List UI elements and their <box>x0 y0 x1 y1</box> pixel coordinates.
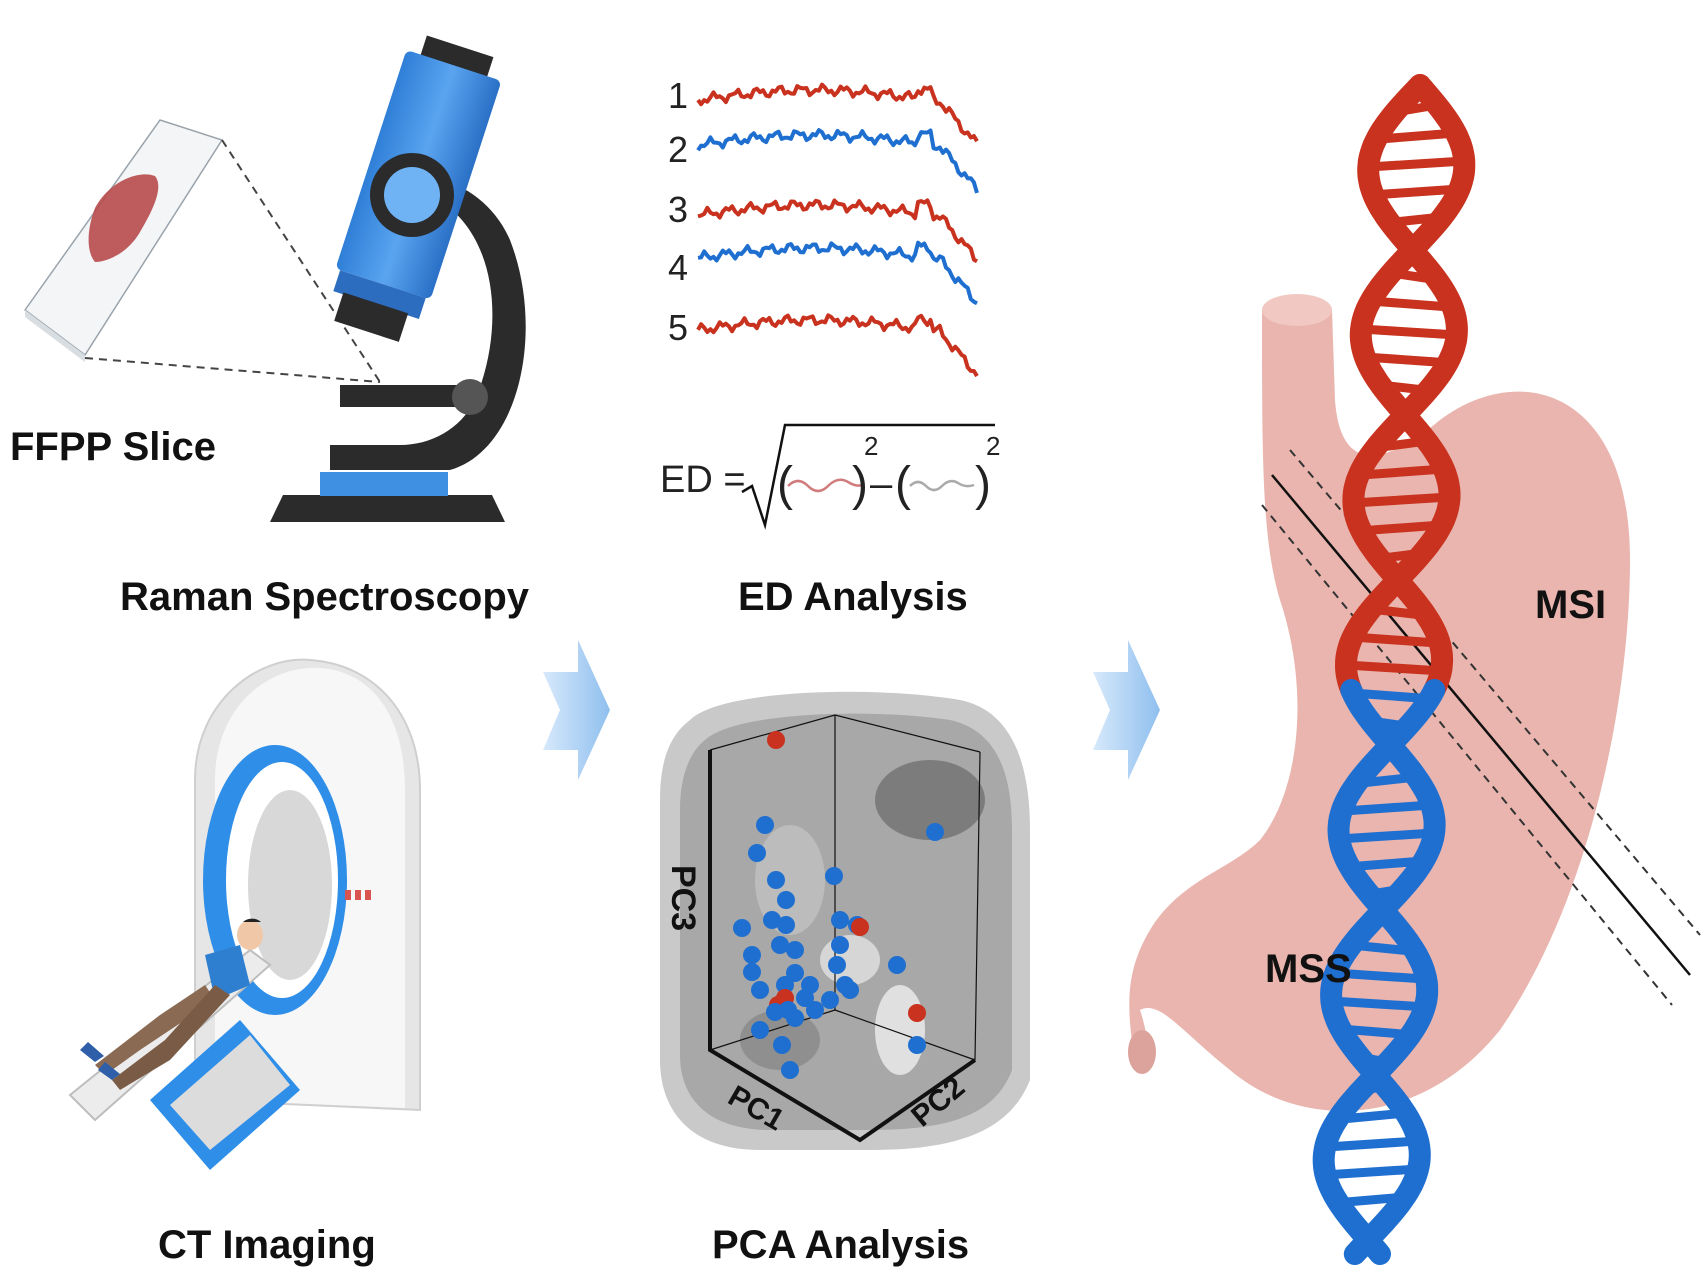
pca-point <box>781 1061 799 1079</box>
pca-point <box>806 1001 824 1019</box>
spectra-panel: 1 2 3 4 5 <box>668 75 979 378</box>
boundary-line <box>1271 474 1691 976</box>
pca-point <box>831 911 849 929</box>
flow-arrow-icon <box>1093 640 1160 780</box>
pca-point <box>821 991 839 1009</box>
pca-point <box>743 946 761 964</box>
boundary-line-dashed <box>1261 504 1673 1006</box>
dna-rung <box>1364 156 1469 172</box>
dna-rung <box>1341 660 1447 676</box>
pca-point <box>766 1003 784 1021</box>
dna-rung <box>1348 632 1443 648</box>
formula-exponent-2: 2 <box>986 431 1000 461</box>
spectrum-number-2: 2 <box>668 129 688 170</box>
pc3-axis-label: PC3 <box>664 865 702 931</box>
pca-point <box>767 731 785 749</box>
pca-point <box>825 867 843 885</box>
pca-point <box>771 936 789 954</box>
pca-point <box>831 936 849 954</box>
pca-point <box>751 1021 769 1039</box>
paren-open-1: ( <box>777 458 793 511</box>
pca-point <box>786 941 804 959</box>
mss-label: MSS <box>1265 947 1352 991</box>
paren-open-2: ( <box>895 458 911 511</box>
pca-point <box>926 823 944 841</box>
microscope-icon <box>270 35 526 522</box>
spectrum-number-5: 5 <box>668 307 688 348</box>
pca-points <box>733 731 944 1079</box>
dna-strand <box>1320 679 1446 1265</box>
pca-point <box>733 919 751 937</box>
spectrum-number-1: 1 <box>668 75 688 116</box>
pca-point <box>786 1009 804 1027</box>
spectrum-line-5 <box>696 313 979 378</box>
spectrum-line-3 <box>697 198 979 264</box>
formula-lhs: ED = <box>660 459 746 501</box>
pca-point <box>851 918 869 936</box>
pca-plot: PC3 PC1 PC2 <box>660 691 1030 1150</box>
paren-close-1: ) <box>852 458 868 511</box>
pca-point <box>743 963 761 981</box>
spectrum-lines <box>696 82 979 378</box>
dna-rung <box>1375 128 1461 144</box>
spectrum-line-1 <box>696 82 979 143</box>
flow-arrow-icon <box>543 640 610 780</box>
pca-point <box>908 1004 926 1022</box>
dna-strand <box>1312 679 1446 1265</box>
ed-formula: ED = ( ) 2 – ( ) 2 <box>660 423 1000 530</box>
dna-rung <box>1330 968 1430 984</box>
pca-point <box>751 981 769 999</box>
pca-point <box>767 871 785 889</box>
pca-point <box>763 911 781 929</box>
pca-point <box>756 816 774 834</box>
dna-rung <box>1339 800 1436 816</box>
pca-analysis-label: PCA Analysis <box>712 1223 969 1267</box>
spectrum-number-3: 3 <box>668 189 688 230</box>
raman-spectroscopy-label: Raman Spectroscopy <box>120 575 530 619</box>
spectrum-line-4 <box>697 240 978 306</box>
pca-point <box>773 1036 791 1054</box>
pca-point <box>777 891 795 909</box>
dna-rung <box>1356 324 1462 340</box>
paren-close-2: ) <box>975 458 991 511</box>
dna-strand <box>1335 74 1476 700</box>
dna-rung <box>1366 296 1455 312</box>
formula-minus: – <box>870 462 893 506</box>
pca-point <box>777 916 795 934</box>
stomach-icon <box>1128 294 1630 1111</box>
dna-rung <box>1326 996 1431 1012</box>
dna-rung <box>1366 184 1464 200</box>
spectrum-number-4: 4 <box>668 247 688 288</box>
ed-analysis-label: ED Analysis <box>738 575 968 619</box>
pca-point <box>828 956 846 974</box>
dna-rung <box>1334 828 1439 844</box>
dna-rung <box>1349 492 1454 508</box>
ct-scanner-icon <box>68 658 421 1170</box>
formula-exponent-1: 2 <box>864 431 878 461</box>
dna-rung <box>1319 1164 1423 1180</box>
pca-point <box>776 976 794 994</box>
dna-helix-icon <box>1312 74 1476 1265</box>
dna-rung <box>1322 1136 1423 1152</box>
pca-point <box>841 981 859 999</box>
dna-rung <box>1357 464 1449 480</box>
ffpp-slice-label: FFPP Slice <box>10 425 216 469</box>
pca-point <box>748 844 766 862</box>
pca-point <box>796 989 814 1007</box>
spectrum-line-2 <box>696 128 979 194</box>
pca-point <box>888 956 906 974</box>
pca-point <box>908 1036 926 1054</box>
dna-strand <box>1342 74 1468 700</box>
tissue-slide-icon <box>23 119 381 383</box>
pca-point <box>786 964 804 982</box>
ct-imaging-label: CT Imaging <box>158 1223 376 1267</box>
msi-label: MSI <box>1535 583 1606 627</box>
